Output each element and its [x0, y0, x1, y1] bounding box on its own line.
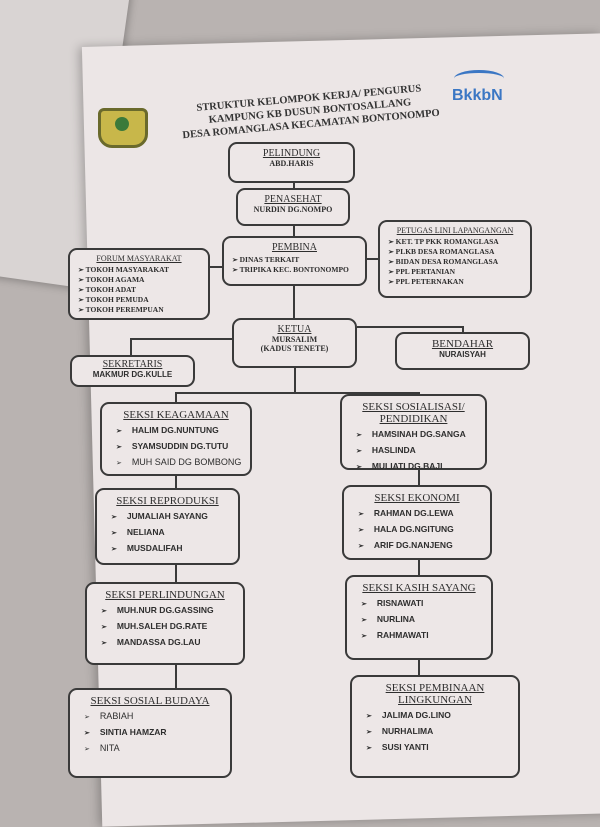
member-item: JALIMA DG.LINO — [360, 708, 518, 724]
sekretaris-box: SEKRETARIS MAKMUR DG.KULLE — [70, 355, 195, 387]
list-item: KET. TP PKK ROMANGLASA — [388, 237, 530, 247]
section-title: SEKSI KEAGAMAAN — [123, 409, 229, 421]
box-title: PEMBINA — [271, 242, 317, 253]
member-item: SINTIA HAMZAR — [78, 725, 230, 741]
forum-masyarakat-box: FORUM MASYARAKAT TOKOH MASYARAKAT TOKOH … — [68, 248, 210, 320]
box-name: ABD.HARIS — [269, 159, 314, 168]
bendahar-box: BENDAHAR NURAISYAH — [395, 332, 530, 370]
list-item: BIDAN DESA ROMANGLASA — [388, 257, 530, 267]
member-item: MUH SAID DG BOMBONG — [110, 455, 250, 471]
list-item: TOKOH PEMUDA — [78, 295, 208, 305]
member-item: SUSI YANTI — [360, 740, 518, 756]
member-item: NITA — [78, 741, 230, 757]
section-box: SEKSI PERLINDUNGAN MUH.NUR DG.GASSINGMUH.… — [85, 582, 245, 665]
connector — [130, 338, 232, 340]
list-item: TOKOH ADAT — [78, 285, 208, 295]
member-item: MUH.NUR DG.GASSING — [95, 603, 243, 619]
member-item: HALIM DG.NUNTUNG — [110, 423, 250, 439]
box-name: MURSALIM — [271, 335, 318, 344]
box-title: PENASEHAT — [264, 194, 322, 205]
list-item: TRIPIKA KEC. BONTONOMPO — [232, 265, 365, 275]
list-item: PPL PETERNAKAN — [388, 277, 530, 287]
list-item: PLKB DESA ROMANGLASA — [388, 247, 530, 257]
section-title: SEKSI PERLINDUNGAN — [105, 589, 225, 601]
box-title: SEKRETARIS — [102, 359, 163, 370]
section-title: SEKSI SOSIALISASI/ PENDIDIKAN — [362, 401, 465, 425]
section-title: SEKSI EKONOMI — [374, 492, 460, 504]
penasehat-box: PENASEHAT NURDIN DG.NOMPO — [236, 188, 350, 226]
section-title: SEKSI REPRODUKSI — [116, 495, 219, 507]
list-item: TOKOH MASYARAKAT — [78, 265, 208, 275]
connector — [130, 338, 132, 355]
connector — [175, 392, 420, 394]
list-item: DINAS TERKAIT — [232, 255, 365, 265]
member-item: RABIAH — [78, 709, 230, 725]
member-item: JUMALIAH SAYANG — [105, 509, 238, 525]
regency-emblem-logo — [98, 108, 148, 148]
section-title: SEKSI KASIH SAYANG — [362, 582, 476, 594]
box-title: KETUA — [277, 324, 312, 335]
box-title: PETUGAS LINI LAPANGANGAN — [396, 226, 514, 235]
pelindung-box: PELINDUNG ABD.HARIS — [228, 142, 355, 183]
member-item: RISNAWATI — [355, 596, 491, 612]
member-item: ARIF DG.NANJENG — [352, 538, 490, 554]
section-title: SEKSI SOSIAL BUDAYA — [90, 695, 210, 707]
member-item: MUH.SALEH DG.RATE — [95, 619, 243, 635]
member-item: NURLINA — [355, 612, 491, 628]
connector — [294, 368, 296, 392]
member-item: HASLINDA — [350, 443, 485, 459]
section-box: SEKSI KEAGAMAAN HALIM DG.NUNTUNGSYAMSUDDI… — [100, 402, 252, 476]
box-note: (KADUS TENETE) — [260, 344, 329, 353]
member-item: SYAMSUDDIN DG.TUTU — [110, 439, 250, 455]
connector — [357, 326, 462, 328]
member-item: MULIATI DG.BAJI — [350, 459, 485, 475]
member-item: NELIANA — [105, 525, 238, 541]
section-box: SEKSI SOSIAL BUDAYA RABIAHSINTIA HAMZARNI… — [68, 688, 232, 778]
section-box: SEKSI SOSIALISASI/ PENDIDIKAN HAMSINAH DG… — [340, 394, 487, 471]
member-item: HAMSINAH DG.SANGA — [350, 427, 485, 443]
box-name: NURAISYAH — [439, 350, 486, 359]
bkkbn-logo: BkkbN — [452, 70, 504, 105]
member-item: NURHALIMA — [360, 724, 518, 740]
ketua-box: KETUA MURSALIM (KADUS TENETE) — [232, 318, 357, 368]
member-item: MUSDALIFAH — [105, 541, 238, 557]
list-item: TOKOH PEREMPUAN — [78, 305, 208, 315]
pembina-box: PEMBINA DINAS TERKAITTRIPIKA KEC. BONTON… — [222, 236, 367, 286]
connector — [462, 326, 464, 332]
list-item: PPL PERTANIAN — [388, 267, 530, 277]
section-box: SEKSI PEMBINAAN LINGKUNGAN JALIMA DG.LINO… — [350, 675, 520, 778]
box-name: NURDIN DG.NOMPO — [253, 205, 333, 214]
box-title: FORUM MASYARAKAT — [96, 254, 182, 263]
member-item: RAHMAN DG.LEWA — [352, 506, 490, 522]
section-box: SEKSI KASIH SAYANG RISNAWATINURLINARAHMAW… — [345, 575, 493, 660]
member-item: HALA DG.NGITUNG — [352, 522, 490, 538]
section-box: SEKSI REPRODUKSI JUMALIAH SAYANGNELIANAMU… — [95, 488, 240, 565]
petugas-lapangan-box: PETUGAS LINI LAPANGANGAN KET. TP PKK ROM… — [378, 220, 532, 298]
connector — [367, 258, 378, 260]
list-item: TOKOH AGAMA — [78, 275, 208, 285]
section-title: SEKSI PEMBINAAN LINGKUNGAN — [385, 682, 485, 706]
box-name: MAKMUR DG.KULLE — [92, 370, 173, 379]
box-title: PELINDUNG — [262, 148, 321, 159]
section-box: SEKSI EKONOMI RAHMAN DG.LEWAHALA DG.NGITU… — [342, 485, 492, 560]
org-chart-document: BkkbN STRUKTUR KELOMPOK KERJA/ PENGURUS … — [0, 0, 600, 800]
member-item: MANDASSA DG.LAU — [95, 635, 243, 651]
box-title: BENDAHAR — [431, 338, 494, 350]
member-item: RAHMAWATI — [355, 628, 491, 644]
connector — [210, 266, 222, 268]
